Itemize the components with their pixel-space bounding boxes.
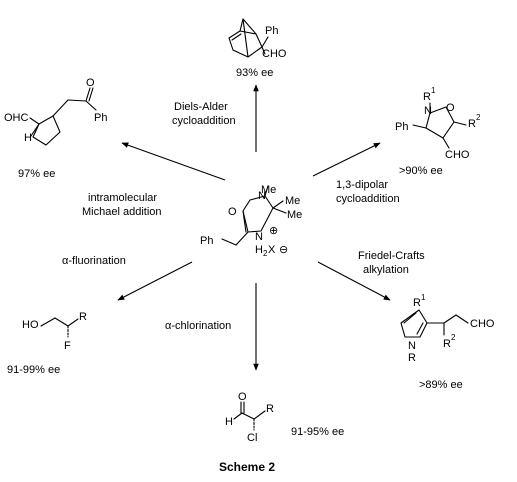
catalyst-ph: Ph: [200, 235, 213, 247]
arrow-michael: [121, 142, 226, 181]
diels-alder-product: Ph CHO: [228, 18, 287, 60]
dipolar-r2-superscript: 2: [476, 113, 481, 122]
catalyst-n-bottom: N: [255, 231, 263, 243]
dipolar-cho: CHO: [445, 149, 470, 161]
dipolar-r1-superscript: 1: [431, 86, 436, 95]
catalyst-h-subscript: 2: [263, 249, 268, 258]
fluorination-label: α-fluorination: [62, 255, 126, 267]
fluorination-product: HO R F: [22, 311, 87, 352]
chlorination-label-alpha: α: [165, 320, 172, 332]
diels-alder-cho: CHO: [262, 48, 287, 60]
michael-label-1: intramolecular: [88, 192, 157, 204]
michael-label-2: Michael addition: [82, 206, 162, 218]
dipolar-ee: >90% ee: [399, 165, 443, 177]
friedel-crafts-label-2: alkylation: [363, 264, 409, 276]
diels-alder-label-2: cycloaddition: [172, 115, 236, 127]
dipolar-ph: Ph: [395, 121, 408, 133]
friedel-crafts-r1: R: [413, 297, 421, 309]
fluorination-r: R: [79, 311, 87, 323]
chlorination-product: O H R Cl: [225, 391, 274, 444]
dipolar-o: O: [446, 102, 455, 114]
friedel-crafts-cho: CHO: [470, 318, 495, 330]
catalyst-me-2: Me: [285, 195, 300, 207]
friedel-crafts-label-1: Friedel-Crafts: [358, 250, 425, 262]
catalyst-h: H: [255, 244, 263, 256]
michael-o: O: [86, 77, 95, 89]
michael-product: OHC H O Ph: [4, 77, 107, 146]
michael-ph: Ph: [94, 112, 107, 124]
michael-h: H: [24, 132, 32, 144]
chlorination-label: α-chlorination: [165, 320, 231, 332]
chlorination-cl: Cl: [247, 432, 257, 444]
chlorination-ee: 91-95% ee: [291, 426, 344, 438]
fluorination-label-alpha: α: [62, 255, 69, 267]
dipolar-product: R 1 N O Ph R 2 CHO: [395, 86, 481, 161]
catalyst-me-1: Me: [261, 184, 276, 196]
fluorination-label-rest: -fluorination: [68, 255, 125, 267]
friedel-crafts-product: R 1 N R R 2 CHO: [400, 293, 495, 364]
diels-alder-ee: 93% ee: [236, 67, 273, 79]
arrow-friedel-crafts: [317, 261, 391, 301]
chlorination-label-rest: -chlorination: [171, 320, 231, 332]
chlorination-r: R: [266, 403, 274, 415]
diels-alder-ph: Ph: [265, 25, 278, 37]
michael-ee: 97% ee: [18, 168, 55, 180]
dipolar-n: N: [424, 105, 432, 117]
diels-alder-label-1: Diels-Alder: [174, 101, 228, 113]
chlorination-o: O: [238, 391, 247, 403]
catalyst-me-3: Me: [287, 209, 302, 221]
catalyst-n-top: N: [258, 190, 266, 202]
friedel-crafts-r2-superscript: 2: [451, 333, 456, 342]
dipolar-r1: R: [423, 91, 431, 103]
scheme-caption: Scheme 2: [219, 460, 275, 474]
catalyst-x: X: [268, 244, 276, 256]
friedel-crafts-r2: R: [443, 338, 451, 350]
catalyst-o: O: [228, 206, 237, 218]
fluorination-ho: HO: [22, 319, 39, 331]
michael-ohc: OHC: [4, 112, 29, 124]
fluorination-ee: 91-99% ee: [7, 364, 60, 376]
catalyst-minus: ⊖: [279, 244, 288, 256]
dipolar-r2: R: [468, 118, 476, 130]
friedel-crafts-r1-superscript: 1: [421, 293, 426, 302]
friedel-crafts-n: N: [408, 340, 416, 352]
friedel-crafts-ee: >89% ee: [419, 379, 463, 391]
friedel-crafts-r: R: [408, 352, 416, 364]
dipolar-label-1: 1,3-dipolar: [336, 179, 388, 191]
catalyst-structure: O N Me Me Me Ph N ⊕ H 2 X ⊖: [200, 184, 302, 258]
arrow-dipolar: [312, 142, 381, 177]
catalyst-plus: ⊕: [269, 225, 278, 237]
dipolar-label-2: cycloaddition: [336, 193, 400, 205]
fluorination-f: F: [64, 340, 71, 352]
arrow-fluorination: [117, 261, 193, 301]
chlorination-h: H: [225, 416, 233, 428]
